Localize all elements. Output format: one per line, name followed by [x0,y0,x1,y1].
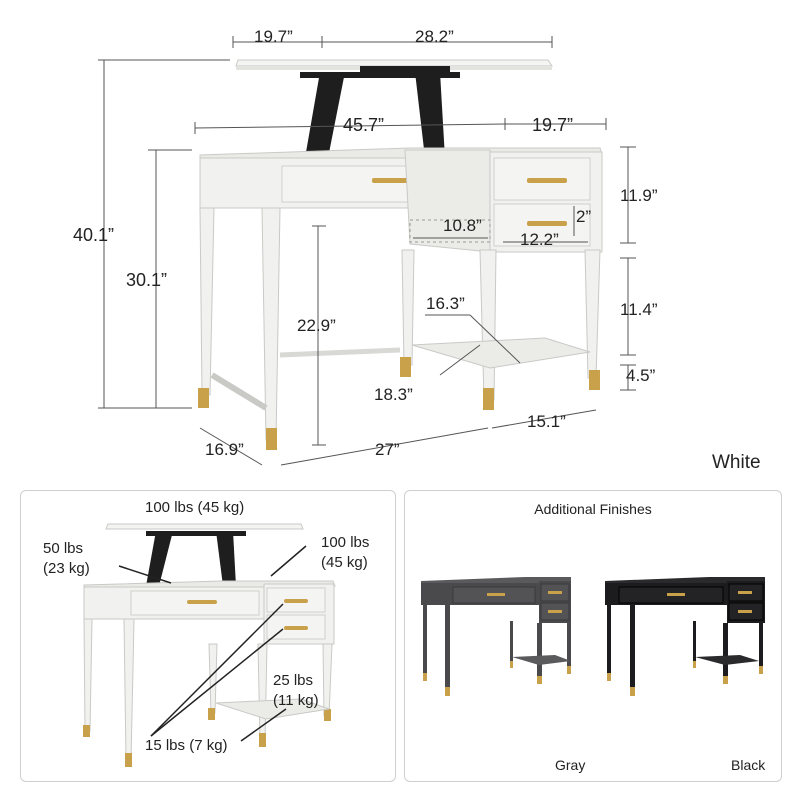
dim-drawer-inner-width: 10.8” [443,216,482,235]
dim-top-width: 28.2” [415,27,454,46]
dim-cabinet-depth: 15.1” [527,412,566,431]
dim-leg-width: 27” [375,440,400,459]
dim-desk-depth: 16.9” [205,440,244,459]
main-drawer-handle [372,178,416,183]
dim-desk-width: 45.7” [343,115,385,135]
cabinet-top-capacity-label: 100 lbs (45 kg) [321,534,370,571]
dim-top-left-depth: 19.7” [254,27,293,46]
weight-capacity-panel: 100 lbs (45 kg) 50 lbs (23 kg) 100 lbs (… [20,490,396,782]
dim-shelf-depth: 16.3” [426,294,465,313]
dim-drawer-inner-height: 2” [576,207,592,226]
finish-label-white: White [712,452,761,473]
dim-shelf-width: 18.3” [374,385,413,404]
finish-label-gray: Gray [555,757,586,773]
dim-drawer-height: 11.9” [620,186,658,205]
lower-shelf [411,337,591,369]
lift-mechanism [300,66,460,158]
back-left-leg [199,207,215,396]
drawer-capacity-label: 15 lbs (7 kg) [145,737,228,754]
top-capacity-label: 100 lbs (45 kg) [145,499,245,516]
gray-desk [421,577,571,696]
weight-desk-illustration [83,523,336,767]
additional-finishes-panel: Additional Finishes [404,490,782,782]
finishes-title: Additional Finishes [534,501,652,517]
cabinet-front-leg [479,249,497,401]
dim-desk-height: 30.1” [126,270,168,290]
dim-shelf-height: 4.5” [626,366,656,385]
dim-cabinet-opening: 11.4” [620,300,658,319]
dim-total-height: 40.1” [73,225,115,245]
desk-main-illustration [98,36,636,466]
black-desk [605,577,765,696]
dim-drawer-inner-depth: 12.2” [520,230,559,249]
dim-knee-height: 22.9” [297,316,336,335]
dim-cabinet-width: 19.7” [532,115,574,135]
shelf-capacity-label: 25 lbs (11 kg) [273,672,319,709]
lift-capacity-label: 50 lbs (23 kg) [43,540,90,577]
finish-label-black: Black [731,757,766,773]
finish-gray-illustration [421,577,765,696]
